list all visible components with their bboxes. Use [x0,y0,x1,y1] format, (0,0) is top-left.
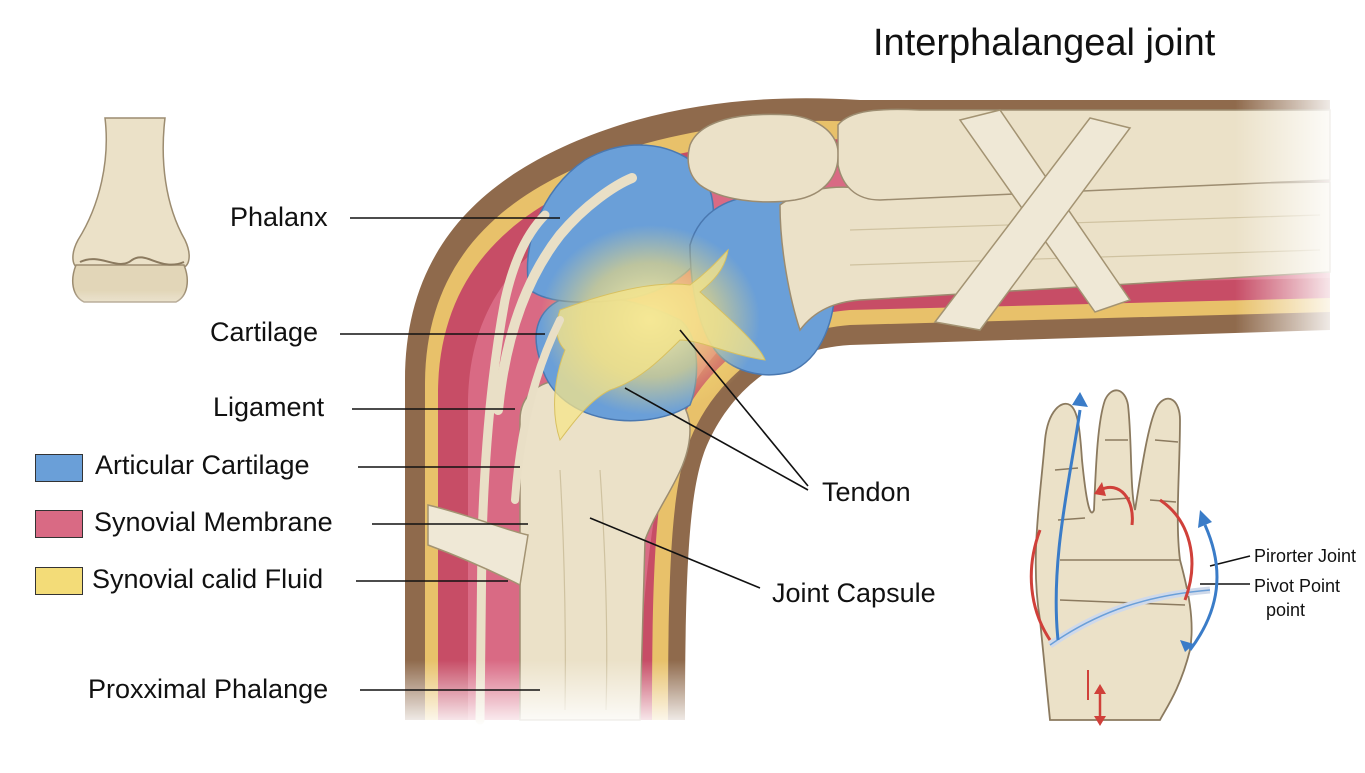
inset-label-point: point [1266,600,1306,620]
label-articular-cartilage: Articular Cartilage [95,450,310,480]
leader-lines [340,217,1251,691]
swatch-blue [35,454,83,482]
label-proximal-phalange: Proxximal Phalange [88,674,329,704]
label-tendon: Tendon [822,477,911,507]
swatch-red [35,510,83,538]
finger-cross-section [380,90,1345,730]
hand-inset [1029,389,1219,726]
swatch-yellow [35,567,83,595]
label-synovial-membrane: Synovial Membrane [94,507,333,537]
small-bone-icon [60,117,210,330]
page-title: Interphalangeal joint [873,22,1216,64]
label-ligament: Ligament [213,392,325,422]
label-phalanx: Phalanx [230,202,328,232]
label-cartilage: Cartilage [210,317,319,347]
inset-label-pivot: Pivot Point [1254,576,1341,596]
label-synovial-fluid: Synovial calid Fluid [92,564,324,594]
inset-label-joint: Pirorter Joint [1254,546,1357,566]
motion-arrow-icon [1054,409,1082,641]
label-joint-capsule: Joint Capsule [772,578,936,608]
